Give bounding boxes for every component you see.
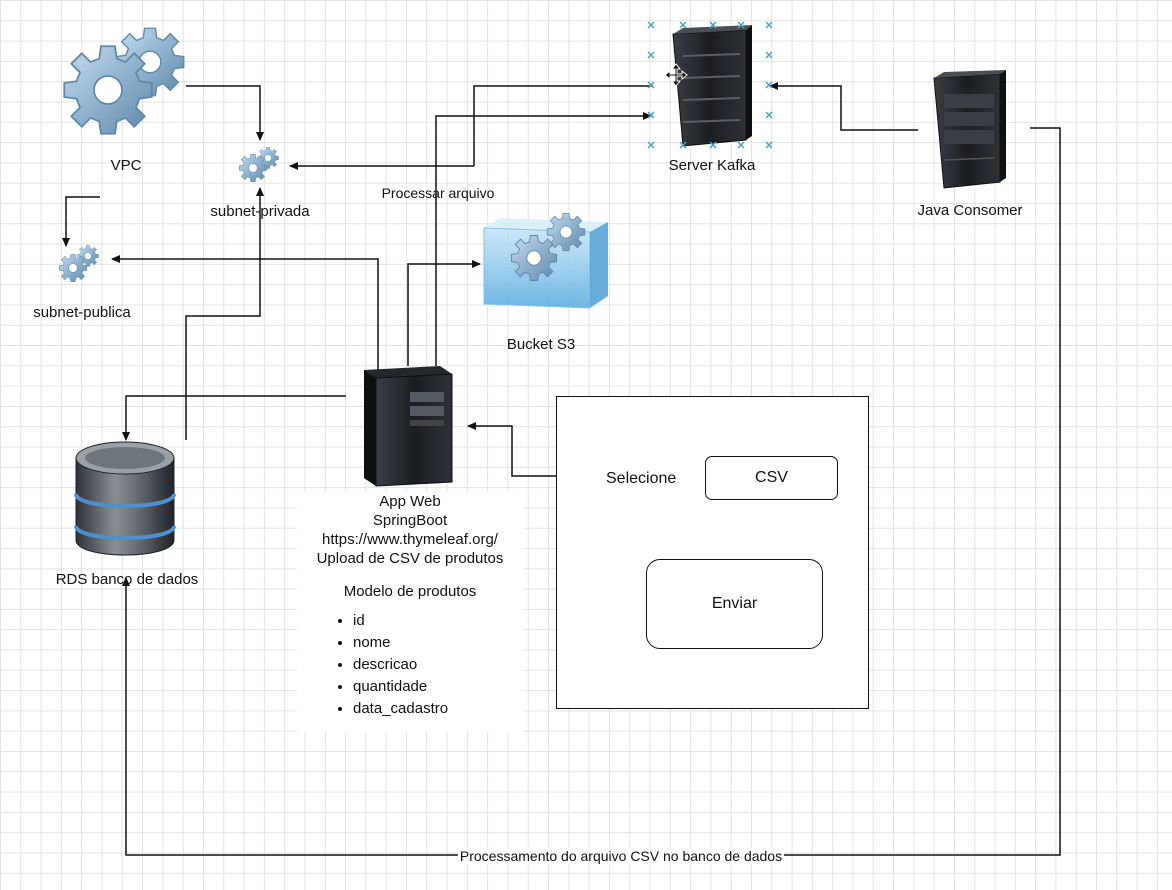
app-web-purpose: Upload de CSV de produtos xyxy=(316,550,504,567)
edges xyxy=(62,82,1061,856)
selection-handles[interactable] xyxy=(647,21,773,149)
edge-consumer-kafka[interactable] xyxy=(769,82,918,131)
csv-file-field[interactable]: CSV xyxy=(705,456,838,500)
edge-consumer-rds[interactable] xyxy=(122,127,1061,856)
java-consumer-label: Java Consomer xyxy=(917,202,1023,219)
bucket-s3-label: Bucket S3 xyxy=(506,336,576,353)
subnet-privada-label: subnet-privada xyxy=(210,203,310,220)
edge-app-rds[interactable] xyxy=(122,395,346,441)
app-web-title: App Web xyxy=(379,493,441,510)
list-item: id xyxy=(353,611,523,630)
edge-rds-subnet-privada[interactable] xyxy=(185,187,264,440)
subnet-publica-gears-icon[interactable] xyxy=(58,245,99,283)
edge-vpc-subnet-publica[interactable] xyxy=(62,196,100,247)
edge-form-app[interactable] xyxy=(467,422,556,477)
rds-database-icon[interactable] xyxy=(74,441,176,556)
edge-app-kafka[interactable] xyxy=(435,112,652,366)
edge-app-bucket[interactable] xyxy=(407,260,481,366)
vpc-label: VPC xyxy=(110,157,142,174)
app-web-url: https://www.thymeleaf.org/ xyxy=(322,531,498,548)
edge-vpc-subnet-privada[interactable] xyxy=(186,85,264,141)
list-item: descricao xyxy=(353,655,523,674)
edge-label-processar-arquivo: Processar arquivo xyxy=(381,185,495,201)
server-kafka-rack-icon[interactable] xyxy=(672,25,752,147)
edge-kafka-subnet-privada[interactable] xyxy=(473,85,653,166)
subnet-privada-gears-icon[interactable] xyxy=(238,147,279,183)
edge-label-processamento-csv: Processamento do arquivo CSV no banco de… xyxy=(457,847,785,865)
rds-label: RDS banco de dados xyxy=(55,571,199,588)
bucket-s3-icon[interactable] xyxy=(483,212,608,309)
list-item: data_cadastro xyxy=(353,699,523,718)
java-consumer-rack-icon[interactable] xyxy=(933,70,1006,189)
model-fields-list: id nome descricao quantidade data_cadast… xyxy=(297,611,523,718)
list-item: quantidade xyxy=(353,677,523,696)
edge-app-subnet-publica[interactable] xyxy=(111,255,379,370)
select-label: Selecione xyxy=(606,470,677,487)
vpc-gears-icon[interactable] xyxy=(63,27,185,135)
subnet-publica-label: subnet-publica xyxy=(33,304,131,321)
move-cursor-icon xyxy=(664,63,688,87)
app-web-framework: SpringBoot xyxy=(372,512,448,529)
model-title: Modelo de produtos xyxy=(343,583,477,600)
app-web-description: App Web SpringBoot https://www.thymeleaf… xyxy=(297,492,523,732)
upload-form-mockup[interactable]: Selecione CSV Enviar xyxy=(556,396,869,709)
list-item: nome xyxy=(353,633,523,652)
send-button[interactable]: Enviar xyxy=(646,559,823,649)
app-web-server-icon[interactable] xyxy=(364,366,453,487)
server-kafka-label: Server Kafka xyxy=(668,157,756,174)
